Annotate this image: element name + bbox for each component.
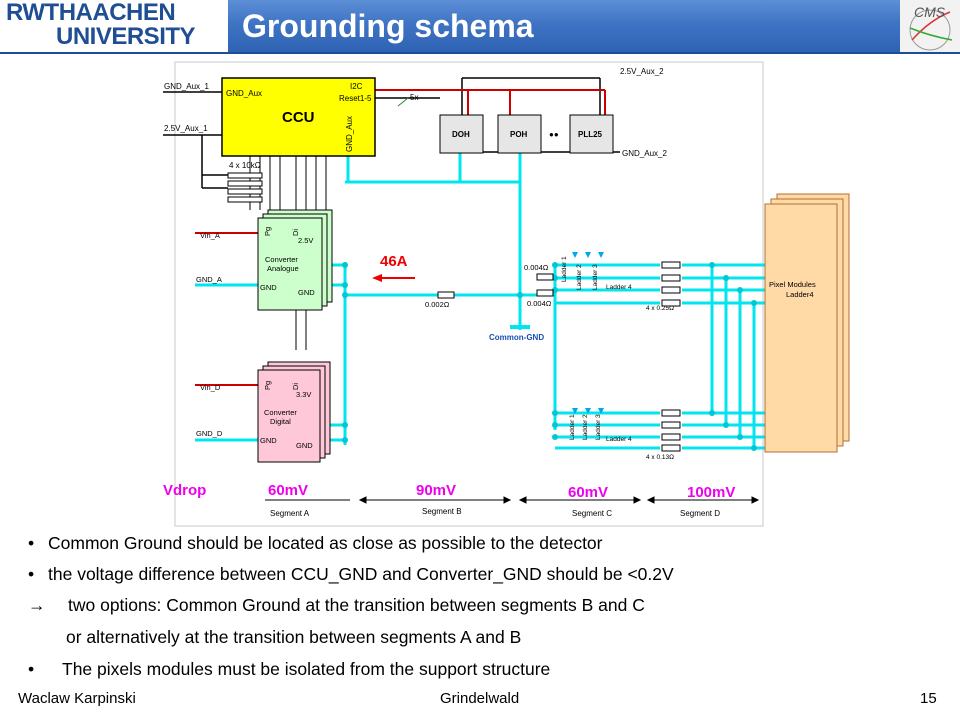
conv-d-di: Di	[291, 383, 300, 390]
lower-ladder-4: Ladder 4	[606, 436, 632, 443]
r-0002-label: 0.002Ω	[425, 300, 450, 309]
arrow-marker: →	[28, 595, 46, 615]
pixel-modules-label-2: Ladder4	[786, 290, 814, 299]
lower-ladder-2: Ladder 2	[582, 414, 589, 440]
poh-label: POH	[510, 130, 528, 139]
gnd-a-label: GND_A	[196, 275, 222, 284]
bullet-marker: •	[28, 533, 35, 553]
segment-d-label: Segment D	[680, 509, 720, 518]
footer-venue: Grindelwald	[440, 690, 520, 707]
conv-a-name-2: Analogue	[267, 264, 299, 273]
drop-a-value: 60mV	[268, 482, 308, 499]
converter-digital-block	[257, 369, 321, 463]
ccu-gnd-aux-vertical-label: GND_Aux	[345, 116, 354, 152]
r-0004b-label: 0.004Ω	[527, 299, 552, 308]
vdrop-label: Vdrop	[163, 482, 206, 499]
pixel-modules-block	[764, 203, 838, 453]
conv-d-voltage: 3.3V	[296, 390, 311, 399]
drop-c-value: 60mV	[568, 484, 608, 501]
lower-ladder-1: Ladder 1	[569, 414, 576, 440]
ccu-name: CCU	[282, 109, 315, 126]
bullet-text: Common Ground should be located as close…	[48, 533, 603, 553]
v25-aux-2-label: 2.5V_Aux_2	[620, 67, 664, 76]
common-gnd-symbol	[510, 325, 530, 329]
r-4x025-label: 4 x 0.25Ω	[646, 305, 674, 312]
doh-block	[439, 114, 484, 154]
fivex-label: 5x	[410, 93, 418, 102]
upper-ladder-4: Ladder 4	[606, 284, 632, 291]
conv-d-name-2: Digital	[270, 417, 291, 426]
cms-logo-text: CMS	[914, 4, 946, 20]
r-4x013-label: 4 x 0.13Ω	[646, 454, 674, 461]
bullet-marker: •	[28, 659, 35, 679]
title-bar: RWTHAACHEN UNIVERSITY Grounding schema C…	[0, 0, 960, 54]
poh-block	[497, 114, 542, 154]
conv-d-name-1: Converter	[264, 408, 297, 417]
ccu-i2c-label: I2C	[350, 82, 363, 91]
conv-a-pg: Pg	[263, 227, 272, 236]
vin-a-label: Vin_A	[200, 231, 220, 240]
conv-d-gnd-right: GND	[296, 441, 313, 450]
slide-title: Grounding schema	[242, 8, 534, 44]
conv-d-pg: Pg	[263, 381, 272, 390]
pixel-modules-label-1: Pixel Modules	[769, 280, 816, 289]
conv-a-di: Di	[291, 229, 300, 236]
current-label: 46A	[380, 253, 408, 270]
bullet-text: The pixels modules must be isolated from…	[62, 659, 551, 679]
segment-c-label: Segment C	[572, 509, 612, 518]
common-gnd-label: Common-GND	[489, 333, 544, 342]
lower-ladder-3: Ladder 3	[595, 414, 602, 440]
ccu-gnd-aux-label: GND_Aux	[226, 89, 262, 98]
ccu-reset-label: Reset1-5	[339, 94, 372, 103]
res-4x10k-label: 4 x 10kΩ	[229, 161, 261, 170]
gnd-aux-1-label: GND_Aux_1	[164, 82, 209, 91]
bullet-text: the voltage difference between CCU_GND a…	[48, 564, 674, 584]
upper-ladder-2: Ladder 2	[576, 264, 583, 290]
upper-ladder-1: Ladder 1	[561, 256, 568, 282]
logo-line-1: RWTHAACHEN	[6, 0, 176, 26]
logo-line-2: UNIVERSITY	[56, 23, 196, 50]
conv-a-gnd-left: GND	[260, 283, 277, 292]
conv-a-name-1: Converter	[265, 255, 298, 264]
conv-a-voltage: 2.5V	[298, 236, 313, 245]
grounding-schematic: GND_Aux_1 2.5V_Aux_1 GND_Aux I2C Reset1-…	[163, 61, 850, 527]
segment-arrows	[265, 496, 760, 504]
current-arrow	[372, 274, 415, 282]
v25-aux-1-label: 2.5V_Aux_1	[164, 124, 208, 133]
r-0004a-label: 0.004Ω	[524, 263, 549, 272]
footer-page-number: 15	[920, 690, 937, 707]
segment-b-label: Segment B	[422, 507, 462, 516]
drop-d-value: 100mV	[687, 484, 735, 501]
vin-d-label: Vin_D	[200, 383, 221, 392]
dots-label: ●●	[549, 130, 559, 139]
gnd-aux-2-label: GND_Aux_2	[622, 149, 667, 158]
conv-a-gnd-right: GND	[298, 288, 315, 297]
segment-a-label: Segment A	[270, 509, 310, 518]
bullet-text: or alternatively at the transition betwe…	[66, 627, 522, 647]
conv-d-gnd-left: GND	[260, 436, 277, 445]
rwth-logo: RWTHAACHEN UNIVERSITY	[0, 0, 228, 52]
doh-label: DOH	[452, 130, 470, 139]
cms-logo: CMS	[900, 0, 960, 52]
drop-b-value: 90mV	[416, 482, 456, 499]
pll-label: PLL25	[578, 130, 603, 139]
pll-block	[569, 114, 614, 154]
bullet-marker: •	[28, 564, 35, 584]
footer-author: Waclaw Karpinski	[18, 690, 136, 707]
bullet-text: two options: Common Ground at the transi…	[68, 595, 645, 615]
converter-analogue-block	[257, 217, 323, 311]
ccu-block	[221, 77, 376, 157]
upper-ladder-3: Ladder 3	[592, 264, 599, 290]
gnd-d-label: GND_D	[196, 429, 223, 438]
